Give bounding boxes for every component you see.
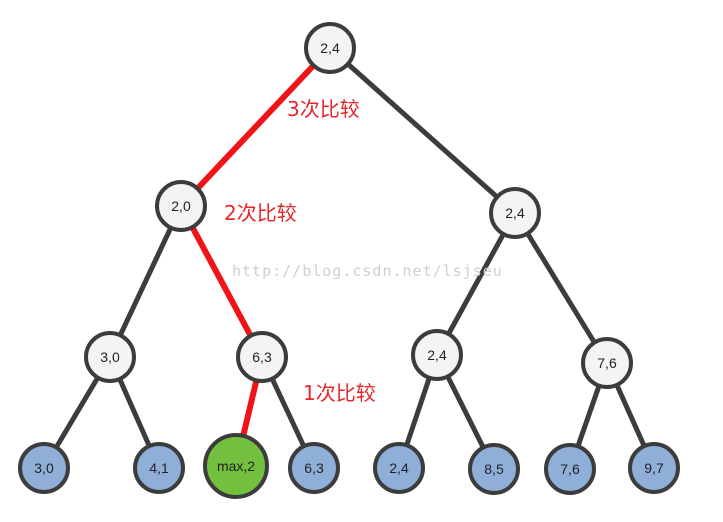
node-label: 8,5 bbox=[484, 461, 504, 477]
comparison-label-second: 2次比较 bbox=[224, 201, 297, 225]
tree-node: 3,0 bbox=[84, 331, 136, 383]
node-label: 2,4 bbox=[320, 40, 340, 56]
leaf-node: 4,1 bbox=[133, 442, 185, 494]
node-label: 4,1 bbox=[149, 460, 169, 476]
node-circle bbox=[489, 187, 541, 239]
leaf-node: 8,5 bbox=[468, 443, 520, 495]
node-label: 6,3 bbox=[304, 460, 324, 476]
edge-root-l1b bbox=[327, 45, 518, 216]
node-circle bbox=[373, 442, 425, 494]
node-circle bbox=[18, 442, 70, 494]
highlighted-edge-root-l1a bbox=[178, 45, 333, 209]
tree-node: 2,4 bbox=[411, 329, 463, 381]
watermark-text: http://blog.csdn.net/lsjseu bbox=[232, 262, 503, 280]
node-label: 7,6 bbox=[597, 355, 617, 371]
node-circle bbox=[133, 442, 185, 494]
leaf-node: 3,0 bbox=[18, 442, 70, 494]
node-circle bbox=[544, 443, 596, 495]
winner-node: max,2 bbox=[203, 433, 269, 499]
tree-node: 2,4 bbox=[489, 187, 541, 239]
node-circle bbox=[468, 443, 520, 495]
leaf-node: 7,6 bbox=[544, 443, 596, 495]
node-label: 9,7 bbox=[644, 460, 664, 476]
comparison-label-third: 3次比较 bbox=[287, 97, 360, 121]
node-circle bbox=[288, 442, 340, 494]
tree-node: 2,0 bbox=[155, 180, 207, 232]
node-circle bbox=[236, 331, 288, 383]
node-circle bbox=[581, 337, 633, 389]
node-label: 2,4 bbox=[389, 460, 409, 476]
edge-l1b-l2d bbox=[512, 210, 610, 366]
nodes-layer: 2,4 2,0 2,4 3,0 6,3 2,4 7,6 3,0 4,1 max,2 6,3 2,4 8,… bbox=[18, 22, 680, 499]
node-circle bbox=[304, 22, 356, 74]
node-circle bbox=[84, 331, 136, 383]
node-circle bbox=[203, 433, 269, 499]
tree-node: 6,3 bbox=[236, 331, 288, 383]
node-label: 2,4 bbox=[427, 347, 447, 363]
tree-node: 7,6 bbox=[581, 337, 633, 389]
comparison-label-first: 1次比较 bbox=[303, 381, 376, 405]
edge-l1a-l2a bbox=[107, 203, 184, 360]
leaf-node: 9,7 bbox=[628, 442, 680, 494]
highlighted-edge-l1a-l2b bbox=[178, 203, 265, 360]
node-circle bbox=[411, 329, 463, 381]
node-label: 6,3 bbox=[252, 349, 272, 365]
node-label: 2,0 bbox=[171, 198, 191, 214]
node-label: 3,0 bbox=[100, 349, 120, 365]
node-label: 2,4 bbox=[505, 205, 525, 221]
node-label: 7,6 bbox=[560, 461, 580, 477]
leaf-node: 6,3 bbox=[288, 442, 340, 494]
node-circle bbox=[628, 442, 680, 494]
edge-l1b-l2c bbox=[434, 210, 518, 358]
node-label: max,2 bbox=[217, 458, 255, 474]
node-label: 3,0 bbox=[34, 460, 54, 476]
tree-node: 2,4 bbox=[304, 22, 356, 74]
node-circle bbox=[155, 180, 207, 232]
leaf-node: 2,4 bbox=[373, 442, 425, 494]
